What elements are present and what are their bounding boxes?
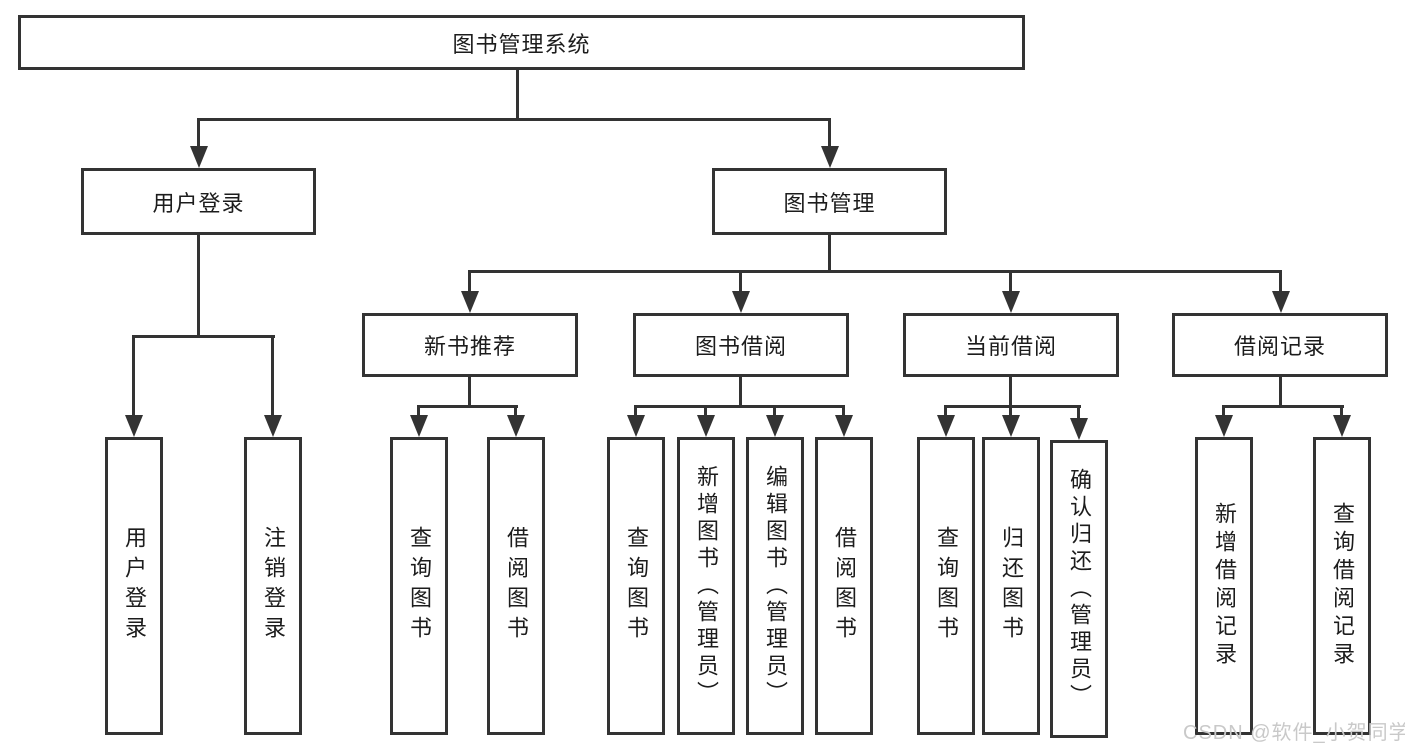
connector-vline <box>1009 377 1012 408</box>
connector-vline <box>634 405 637 417</box>
connector-vline <box>1340 405 1343 417</box>
arrow-down-icon <box>835 415 853 437</box>
connector-vline <box>271 335 274 417</box>
node-book-borrow: 图书借阅 <box>633 313 849 377</box>
node-current-borrow-label: 当前借阅 <box>964 334 1057 359</box>
node-book-management: 图书管理 <box>712 168 947 235</box>
arrow-down-icon <box>410 415 428 437</box>
connector-hline <box>132 335 275 338</box>
connector-vline <box>828 118 831 150</box>
leaf-bb-add-books-admin: 新增图书（管理员） <box>677 437 735 735</box>
arrow-down-icon <box>732 291 750 313</box>
node-user-login-label: 用户登录 <box>152 190 245 216</box>
connector-vline <box>468 377 471 408</box>
connector-vline <box>704 405 707 417</box>
arrow-down-icon <box>264 415 282 437</box>
leaf-cb-confirm-return-admin-label: 确认归还（管理员） <box>1067 467 1092 711</box>
arrow-down-icon <box>1272 291 1290 313</box>
node-library-system-label: 图书管理系统 <box>452 31 591 57</box>
connector-vline <box>197 235 200 338</box>
connector-vline <box>516 70 519 121</box>
connector-vline <box>944 405 947 417</box>
connector-vline <box>739 377 742 408</box>
arrow-down-icon <box>821 146 839 168</box>
leaf-nb-borrow-books-label: 借阅图书 <box>504 526 529 646</box>
node-borrow-records-label: 借阅记录 <box>1233 334 1326 359</box>
leaf-cb-query-books-label: 查询图书 <box>934 526 959 646</box>
connector-vline <box>1077 405 1080 420</box>
arrow-down-icon <box>507 415 525 437</box>
connector-hline <box>197 118 831 121</box>
leaf-br-add-record: 新增借阅记录 <box>1195 437 1253 735</box>
leaf-logout-label: 注销登录 <box>261 526 286 646</box>
leaf-user-login: 用户登录 <box>105 437 163 735</box>
arrow-down-icon <box>461 291 479 313</box>
node-user-login: 用户登录 <box>81 168 316 235</box>
connector-vline <box>197 118 200 150</box>
connector-hline <box>469 270 1282 273</box>
arrow-down-icon <box>1002 415 1020 437</box>
node-borrow-records: 借阅记录 <box>1172 313 1388 377</box>
connector-vline <box>1009 405 1012 417</box>
node-library-system: 图书管理系统 <box>18 15 1025 70</box>
arrow-down-icon <box>937 415 955 437</box>
leaf-bb-borrow-books: 借阅图书 <box>815 437 873 735</box>
arrow-down-icon <box>1215 415 1233 437</box>
leaf-cb-confirm-return-admin: 确认归还（管理员） <box>1050 440 1108 738</box>
connector-vline <box>773 405 776 417</box>
leaf-cb-return-books: 归还图书 <box>982 437 1040 735</box>
arrow-down-icon <box>1070 418 1088 440</box>
leaf-bb-edit-books-admin: 编辑图书（管理员） <box>746 437 804 735</box>
leaf-user-login-label: 用户登录 <box>122 526 147 646</box>
connector-vline <box>514 405 517 417</box>
leaf-logout: 注销登录 <box>244 437 302 735</box>
connector-hline <box>944 405 1081 408</box>
leaf-br-query-record: 查询借阅记录 <box>1313 437 1371 735</box>
leaf-bb-add-books-admin-label: 新增图书（管理员） <box>694 464 719 708</box>
leaf-nb-query-books-label: 查询图书 <box>407 526 432 646</box>
connector-vline <box>417 405 420 417</box>
leaf-cb-query-books: 查询图书 <box>917 437 975 735</box>
leaf-br-add-record-label: 新增借阅记录 <box>1212 502 1237 670</box>
arrow-down-icon <box>1333 415 1351 437</box>
node-current-borrow: 当前借阅 <box>903 313 1119 377</box>
node-book-management-label: 图书管理 <box>783 190 876 216</box>
leaf-nb-query-books: 查询图书 <box>390 437 448 735</box>
node-book-borrow-label: 图书借阅 <box>694 334 787 359</box>
connector-vline <box>1222 405 1225 417</box>
connector-vline <box>1279 377 1282 408</box>
connector-hline <box>1222 405 1344 408</box>
connector-hline <box>417 405 518 408</box>
arrow-down-icon <box>766 415 784 437</box>
leaf-bb-edit-books-admin-label: 编辑图书（管理员） <box>763 464 788 708</box>
node-new-book-recommend-label: 新书推荐 <box>423 334 516 359</box>
leaf-bb-query-books-label: 查询图书 <box>624 526 649 646</box>
connector-vline <box>468 270 471 293</box>
arrow-down-icon <box>697 415 715 437</box>
connector-vline <box>842 405 845 417</box>
arrow-down-icon <box>627 415 645 437</box>
leaf-br-query-record-label: 查询借阅记录 <box>1330 502 1355 670</box>
connector-vline <box>828 235 831 273</box>
connector-vline <box>739 270 742 293</box>
node-new-book-recommend: 新书推荐 <box>362 313 578 377</box>
leaf-cb-return-books-label: 归还图书 <box>999 526 1024 646</box>
connector-vline <box>1009 270 1012 293</box>
leaf-nb-borrow-books: 借阅图书 <box>487 437 545 735</box>
csdn-watermark: CSDN @软件_小贺同学 <box>1183 722 1405 744</box>
arrow-down-icon <box>1002 291 1020 313</box>
arrow-down-icon <box>190 146 208 168</box>
connector-hline <box>634 405 845 408</box>
arrow-down-icon <box>125 415 143 437</box>
connector-vline <box>132 335 135 417</box>
connector-vline <box>1279 270 1282 293</box>
leaf-bb-query-books: 查询图书 <box>607 437 665 735</box>
leaf-bb-borrow-books-label: 借阅图书 <box>832 526 857 646</box>
